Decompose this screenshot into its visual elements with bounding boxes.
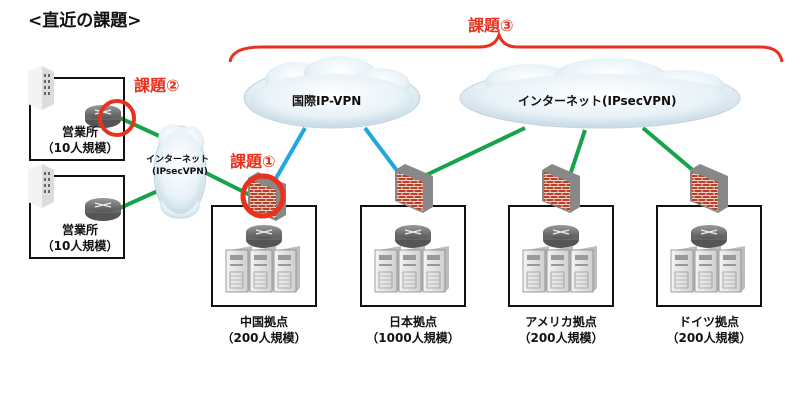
server-icon bbox=[718, 246, 745, 293]
cloud-internet-label: インターネット(IPsecVPN) bbox=[518, 94, 677, 108]
link-office2-internet bbox=[119, 188, 161, 210]
server-icon bbox=[398, 246, 425, 293]
server-icon bbox=[522, 246, 549, 293]
link-ipvpn-china bbox=[273, 127, 307, 181]
link-internet-japan bbox=[419, 126, 526, 180]
office-box-2 bbox=[29, 175, 125, 259]
office-box-1 bbox=[29, 77, 125, 161]
router-icon bbox=[691, 225, 727, 248]
office-scale: （10人規模） bbox=[41, 141, 119, 155]
router-icon bbox=[543, 225, 579, 248]
building-icon bbox=[28, 66, 54, 110]
server-icon bbox=[249, 246, 276, 293]
cloud-internet-small-label-2: (IPsecVPN) bbox=[152, 167, 208, 177]
links bbox=[119, 116, 697, 210]
site-label-japan: 日本拠点 （1000人規模） bbox=[353, 314, 473, 346]
issue3-brace bbox=[228, 30, 784, 63]
firewall-icon bbox=[395, 164, 433, 213]
site-scale: （200人規模） bbox=[666, 331, 752, 345]
issue1-label: 課題① bbox=[230, 152, 276, 171]
office-name: 営業所 bbox=[61, 223, 98, 237]
site-name: アメリカ拠点 bbox=[525, 315, 597, 329]
building-icon bbox=[28, 164, 54, 208]
link-internet-usa bbox=[568, 129, 587, 176]
server-icon bbox=[422, 246, 449, 293]
server-icon bbox=[670, 246, 697, 293]
issue1-marker bbox=[240, 173, 286, 219]
site-label-china: 中国拠点 （200人規模） bbox=[204, 314, 324, 346]
cloud-ipvpn-label: 国際IP-VPN bbox=[292, 94, 362, 108]
router-icon bbox=[246, 225, 282, 248]
firewall-icon bbox=[690, 164, 728, 213]
issue2-label: 課題② bbox=[134, 76, 180, 95]
site-name: ドイツ拠点 bbox=[678, 315, 739, 329]
office-label: 営業所 （10人規模） bbox=[40, 222, 120, 254]
cloud-ipvpn bbox=[243, 56, 421, 129]
site-scale: （200人規模） bbox=[221, 331, 307, 345]
cloud-internet-small bbox=[153, 124, 207, 219]
cloud-internet-small-label-1: インターネット bbox=[146, 155, 210, 165]
site-scale: （200人規模） bbox=[518, 331, 604, 345]
site-name: 日本拠点 bbox=[388, 315, 437, 329]
firewall-icon bbox=[542, 164, 580, 213]
site-scale: （1000人規模） bbox=[366, 331, 460, 345]
router-icon bbox=[85, 198, 121, 221]
site-label-germany: ドイツ拠点 （200人規模） bbox=[649, 314, 769, 346]
office-label: 営業所 （10人規模） bbox=[40, 124, 120, 156]
router-icon bbox=[395, 225, 431, 248]
server-icon bbox=[273, 246, 300, 293]
site-name: 中国拠点 bbox=[239, 315, 288, 329]
cloud-internet-main bbox=[459, 58, 741, 129]
site-label-usa: アメリカ拠点 （200人規模） bbox=[501, 314, 621, 346]
server-icon bbox=[374, 246, 401, 293]
link-ipvpn-japan bbox=[363, 126, 400, 174]
issue2-marker bbox=[98, 99, 136, 137]
server-icon bbox=[694, 246, 721, 293]
issue3-label: 課題③ bbox=[468, 16, 514, 35]
office-scale: （10人規模） bbox=[41, 239, 119, 253]
page-title: <直近の課題> bbox=[28, 11, 142, 31]
server-icon bbox=[546, 246, 573, 293]
link-internet-germany bbox=[641, 126, 697, 174]
server-icon bbox=[570, 246, 597, 293]
office-name: 営業所 bbox=[61, 125, 98, 139]
server-icon bbox=[225, 246, 252, 293]
